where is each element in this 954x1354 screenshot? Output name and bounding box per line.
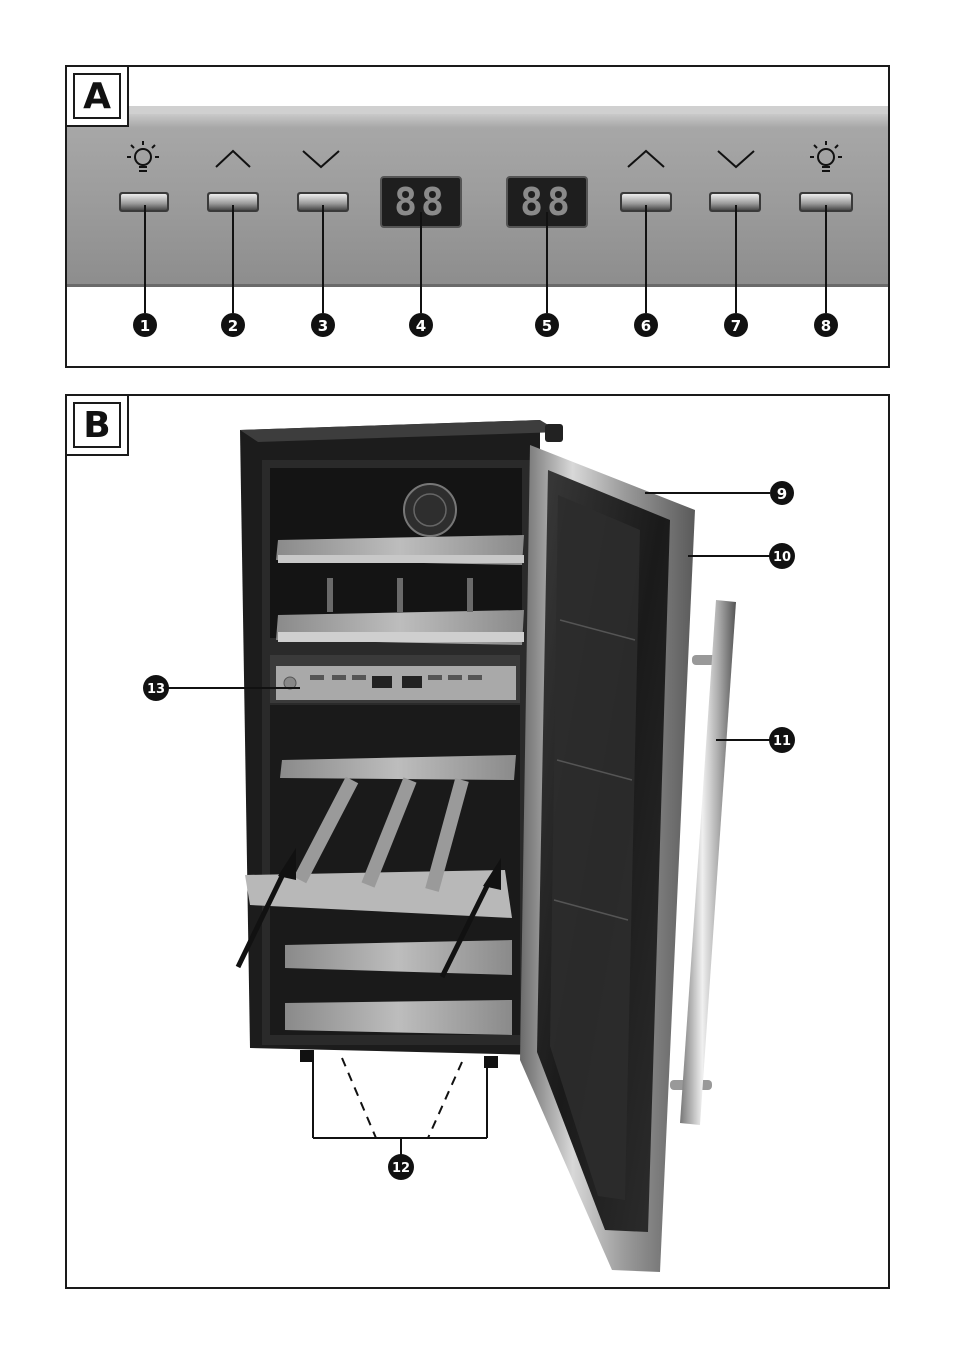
callout-7: 7 xyxy=(724,313,748,337)
callout-6: 6 xyxy=(634,313,658,337)
callout-8: 8 xyxy=(814,313,838,337)
svg-text:4: 4 xyxy=(416,317,426,335)
control-strip xyxy=(67,106,888,287)
svg-text:5: 5 xyxy=(542,317,552,335)
callout-3: 3 xyxy=(311,313,335,337)
callout-2: 2 xyxy=(221,313,245,337)
panel-b-frame: B xyxy=(65,394,890,1289)
svg-text:1: 1 xyxy=(140,317,150,335)
panel-b-label: B xyxy=(73,402,121,448)
svg-text:8: 8 xyxy=(821,317,831,335)
svg-text:7: 7 xyxy=(731,317,741,335)
callout-4: 4 xyxy=(409,313,433,337)
callout-1: 1 xyxy=(133,313,157,337)
svg-text:6: 6 xyxy=(641,317,651,335)
svg-text:3: 3 xyxy=(318,317,328,335)
panel-a-tag: A xyxy=(67,67,129,127)
svg-text:2: 2 xyxy=(228,317,238,335)
panel-b-tag: B xyxy=(67,396,129,456)
panel-a-label: A xyxy=(73,73,121,119)
callout-5: 5 xyxy=(535,313,559,337)
